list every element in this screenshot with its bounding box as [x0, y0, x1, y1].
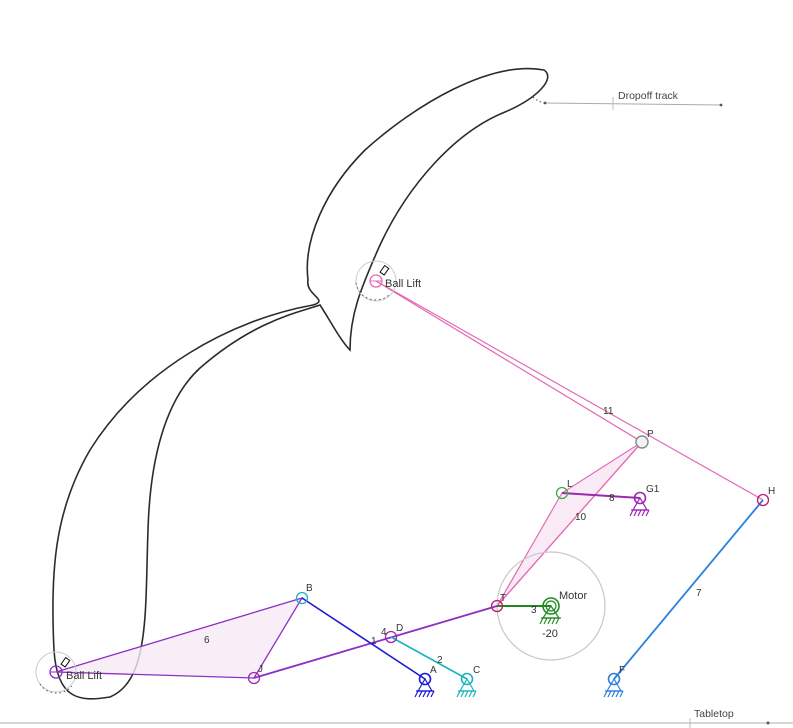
joint-J[interactable]: J [247, 664, 264, 685]
motor-label: Motor [559, 590, 587, 602]
ball-lift-bottom[interactable]: Ball Lift [35, 651, 102, 694]
link-11-label: 11 [603, 406, 614, 417]
ground-anchor-icon [414, 677, 435, 698]
joint-J-label: J [258, 664, 263, 675]
ground-anchor-icon [456, 677, 477, 698]
joint-F-label: F [619, 665, 625, 676]
joint-G1-label: G1 [646, 484, 660, 495]
ground-anchor-icon [603, 677, 624, 698]
link-6-label: 6 [204, 635, 210, 646]
motor-speed: -20 [542, 628, 558, 640]
link-11[interactable]: 11 [375, 280, 764, 501]
joint-T-label: T [500, 593, 506, 604]
link-4[interactable]: 4 [301, 597, 426, 680]
joint-A[interactable]: A [414, 665, 437, 698]
dropoff-track-label: Dropoff track [618, 90, 679, 102]
joint-L[interactable]: L [555, 479, 574, 500]
joint-P-label: P [647, 429, 654, 440]
ball-lift-top[interactable]: Ball Lift [355, 260, 421, 302]
joint-B-label: B [306, 583, 313, 594]
joint-F[interactable]: F [603, 665, 625, 698]
joint-B[interactable]: B [295, 583, 314, 605]
tabletop-label: Tabletop [694, 708, 734, 720]
ground-anchor-icon [629, 496, 650, 517]
tracer-pen-icon [60, 656, 71, 668]
link-6[interactable]: 6 [55, 596, 304, 679]
tracer-pen-icon [379, 264, 390, 276]
motor-icon [539, 597, 561, 625]
link-4-label: 4 [381, 627, 387, 638]
joint-P[interactable]: P [635, 429, 654, 449]
link-2-label: 2 [437, 655, 443, 666]
ball-lift-bottom-label: Ball Lift [66, 670, 102, 682]
link-8-label: 8 [609, 493, 615, 504]
coupler-curve-path [52, 67, 549, 700]
link-3-label: 3 [531, 605, 537, 616]
link-7[interactable]: 7 [613, 499, 764, 680]
link-2[interactable]: 2 [390, 636, 468, 680]
link-7-label: 7 [696, 588, 702, 599]
joint-L-label: L [567, 479, 573, 490]
joint-C[interactable]: C [456, 665, 480, 698]
ball-lift-top-label: Ball Lift [385, 278, 421, 290]
joint-G1[interactable]: G1 [629, 484, 660, 517]
link-8[interactable]: 8 [561, 492, 641, 504]
joint-C-label: C [473, 665, 480, 676]
joint-D[interactable]: D [384, 623, 404, 644]
link-1-label: 1 [371, 636, 377, 647]
joint-H[interactable]: H [756, 486, 776, 507]
joint-A-label: A [430, 665, 437, 676]
dropoff-track: Dropoff track [532, 90, 723, 110]
link-10[interactable]: 10 [496, 441, 643, 607]
joint-D-label: D [396, 623, 403, 634]
link-3[interactable]: 3 [497, 605, 551, 616]
joint-T[interactable]: T [490, 593, 507, 613]
link-10-label: 10 [575, 512, 587, 523]
motor[interactable]: Motor -20 [539, 590, 587, 640]
link-1[interactable]: 1 [253, 605, 498, 679]
joint-H-label: H [768, 486, 775, 497]
tabletop: Tabletop [0, 708, 793, 728]
